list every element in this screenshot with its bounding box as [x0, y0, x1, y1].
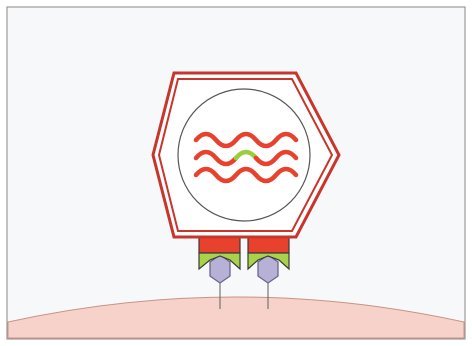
figure-frame — [0, 0, 472, 346]
phage-attachment-diagram — [0, 0, 472, 346]
